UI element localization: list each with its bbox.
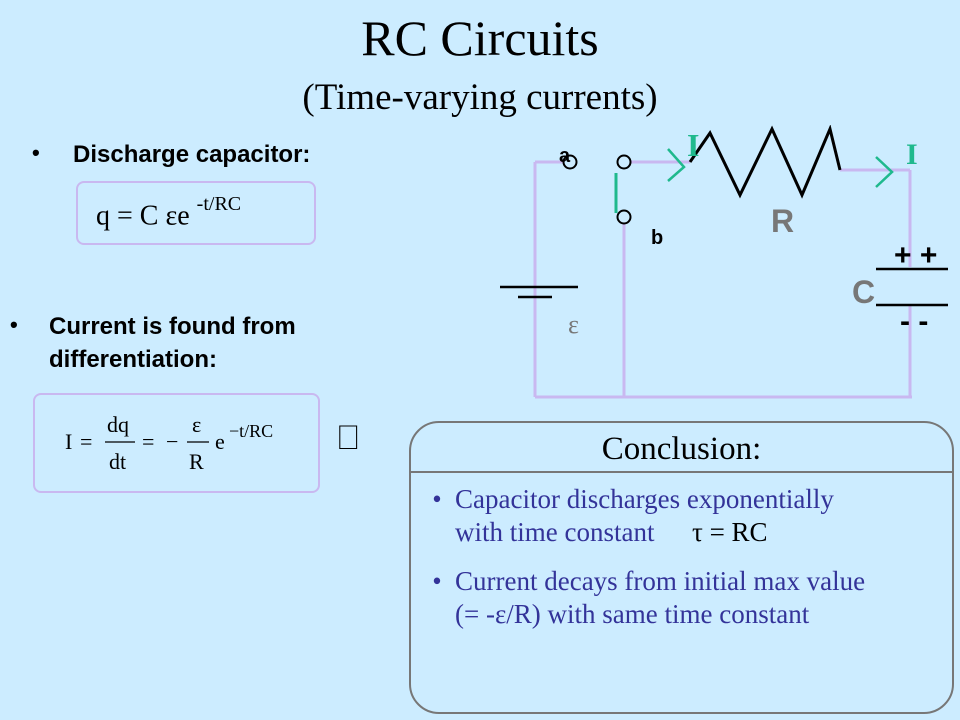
current-label-left: I [687,127,699,163]
switch-contact-a-left [562,154,578,170]
switch-contact-a-right [616,154,632,170]
conclusion-item-2: • Current decays from initial max value … [432,566,866,629]
epsilon-symbol: ε [165,200,178,232]
bullet-1-marker: • [32,140,40,165]
slide-subtitle: (Time-varying currents) [302,77,658,118]
resistor-label: R [771,203,794,239]
rc-circuit-diagram: a b I I R C + + - - ε [500,125,948,399]
conclusion-list: • Capacitor discharges exponentially wit… [419,483,949,647]
capacitor-minus: - - [900,305,928,338]
svg-text:=: = [80,429,92,454]
eq-exponent: −t/RC [229,421,273,441]
current-label-right: I [906,138,918,171]
placeholder-glyph: ⎕ [338,418,359,458]
conclusion-panel: Conclusion: • Capacitor discharges expon… [409,421,954,714]
current-arrow-right [875,156,894,188]
label-a: a [559,145,571,167]
svg-text:=: = [142,429,154,454]
bullet-1-text: Discharge capacitor: [73,141,311,168]
eq-I: I [65,429,72,454]
current-equation: I = dq dt = − ε R e −t/RC [65,412,273,474]
bullet-2-text: Current is found from differentiation: [49,313,296,373]
capacitor-label: C [852,274,875,310]
slide-title: RC Circuits [361,10,599,66]
eq-R: R [189,449,204,474]
conclusion-item-1: • Capacitor discharges exponentially wit… [432,484,834,547]
charge-equation: q = C εe -t/RC [96,193,242,232]
tau-equation: τ = RC [691,517,768,547]
conclusion-heading: Conclusion: [411,423,952,473]
capacitor-plus: + + [894,239,937,272]
svg-text:−: − [166,429,178,454]
current-arrow-left [667,148,686,182]
charge-equation-box: q = C εe -t/RC [76,181,316,245]
eq-dt: dt [109,449,126,474]
charge-exponent: -t/RC [196,193,242,215]
current-equation-box: I = dq dt = − ε R e −t/RC [33,393,320,493]
resistor [688,125,842,199]
eq-epsilon: ε [192,412,201,437]
eq-dq: dq [107,412,129,437]
label-b: b [651,227,663,249]
eq-e: e [215,429,225,454]
emf-label: ε [568,310,579,339]
switch-contact-b [616,209,632,225]
bullet-2-marker: • [10,312,18,337]
